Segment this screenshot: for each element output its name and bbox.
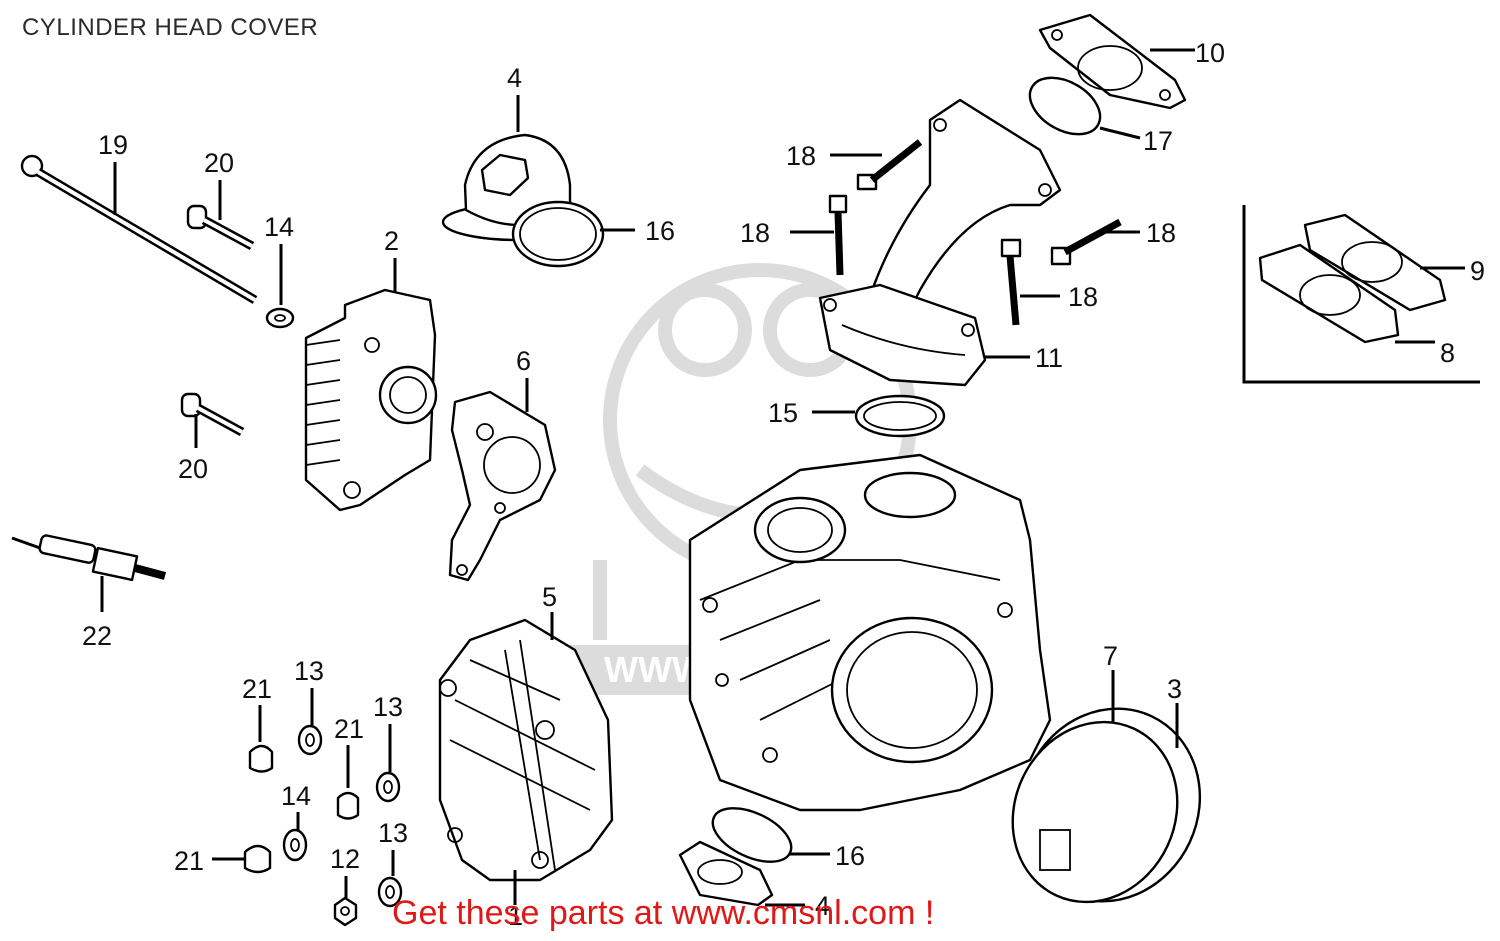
part-pipe-bolt-d[interactable]: [1000, 238, 1022, 326]
callout-21-b: 21: [334, 714, 364, 744]
callout-16-upper: 16: [645, 216, 675, 246]
part-short-bolt-lower[interactable]: [180, 392, 245, 436]
callout-18-a: 18: [786, 141, 816, 171]
callout-8: 8: [1440, 338, 1455, 368]
callout-9: 9: [1470, 256, 1485, 286]
part-insulator-o-ring[interactable]: [1020, 66, 1110, 146]
part-cap-nut-c[interactable]: [243, 844, 272, 874]
callout-18-c: 18: [1146, 218, 1176, 248]
part-long-bolt[interactable]: [20, 154, 258, 304]
parts-group-bracket: [1242, 205, 1480, 384]
callout-20-lower: 20: [178, 454, 208, 484]
shop-link[interactable]: Get these parts at www.cmsnl.com !: [392, 894, 935, 932]
part-washer-13-c[interactable]: [377, 876, 403, 908]
callout-21-a: 21: [242, 674, 272, 704]
part-pipe-o-ring[interactable]: [854, 394, 946, 438]
callout-3: 3: [1167, 674, 1182, 704]
part-o-ring-upper[interactable]: [511, 200, 605, 268]
callout-13-a: 13: [294, 656, 324, 686]
callout-21-c: 21: [174, 846, 204, 876]
part-nut-12[interactable]: [333, 896, 358, 927]
part-cap-nut-a[interactable]: [248, 744, 274, 773]
callout-22: 22: [82, 621, 112, 651]
callout-15: 15: [768, 398, 798, 428]
callout-14-lower: 14: [281, 781, 311, 811]
callout-7: 7: [1103, 641, 1118, 671]
part-head-side-cover[interactable]: [304, 288, 438, 512]
part-washer-upper[interactable]: [265, 307, 295, 329]
part-head-cover[interactable]: [438, 618, 614, 882]
callout-13-b: 13: [373, 692, 403, 722]
callout-19: 19: [98, 130, 128, 160]
part-tappet-cap-lower[interactable]: [678, 840, 774, 907]
callout-12: 12: [330, 844, 360, 874]
part-short-bolt-upper[interactable]: [186, 204, 255, 250]
callout-11: 11: [1035, 343, 1063, 373]
callout-4-lower: 4: [815, 891, 830, 921]
callout-16-lower: 16: [835, 841, 865, 871]
part-washer-14-lower[interactable]: [282, 828, 308, 862]
part-intake-pipe[interactable]: [818, 98, 1062, 387]
callout-17: 17: [1143, 126, 1173, 156]
part-carburetor-gasket[interactable]: [1258, 243, 1400, 344]
callout-20-upper: 20: [204, 148, 234, 178]
part-insulator-gasket[interactable]: [1303, 213, 1447, 312]
callout-18-b: 18: [740, 218, 770, 248]
part-round-side-cover[interactable]: [984, 679, 1232, 931]
part-cylinder-head[interactable]: [688, 453, 1052, 812]
part-pipe-bolt-c[interactable]: [1050, 218, 1122, 266]
callout-1: 1: [508, 901, 523, 931]
part-washer-13-a[interactable]: [297, 724, 323, 756]
callout-14-upper: 14: [264, 212, 294, 242]
callout-4-upper: 4: [507, 63, 522, 93]
part-spark-plug[interactable]: [11, 534, 167, 582]
callout-6: 6: [516, 346, 531, 376]
part-washer-13-b[interactable]: [375, 771, 401, 803]
callout-13-c: 13: [378, 818, 408, 848]
callout-10: 10: [1195, 38, 1225, 68]
part-cap-nut-b[interactable]: [336, 791, 360, 820]
callout-5: 5: [542, 582, 557, 612]
part-intake-insulator[interactable]: [1038, 13, 1187, 110]
page-title: CYLINDER HEAD COVER: [22, 14, 319, 41]
part-side-cover-gasket[interactable]: [448, 390, 557, 582]
callout-18-d: 18: [1068, 282, 1098, 312]
callout-2: 2: [384, 226, 399, 256]
part-pipe-bolt-b[interactable]: [828, 194, 848, 276]
part-pipe-bolt-a[interactable]: [856, 139, 923, 191]
